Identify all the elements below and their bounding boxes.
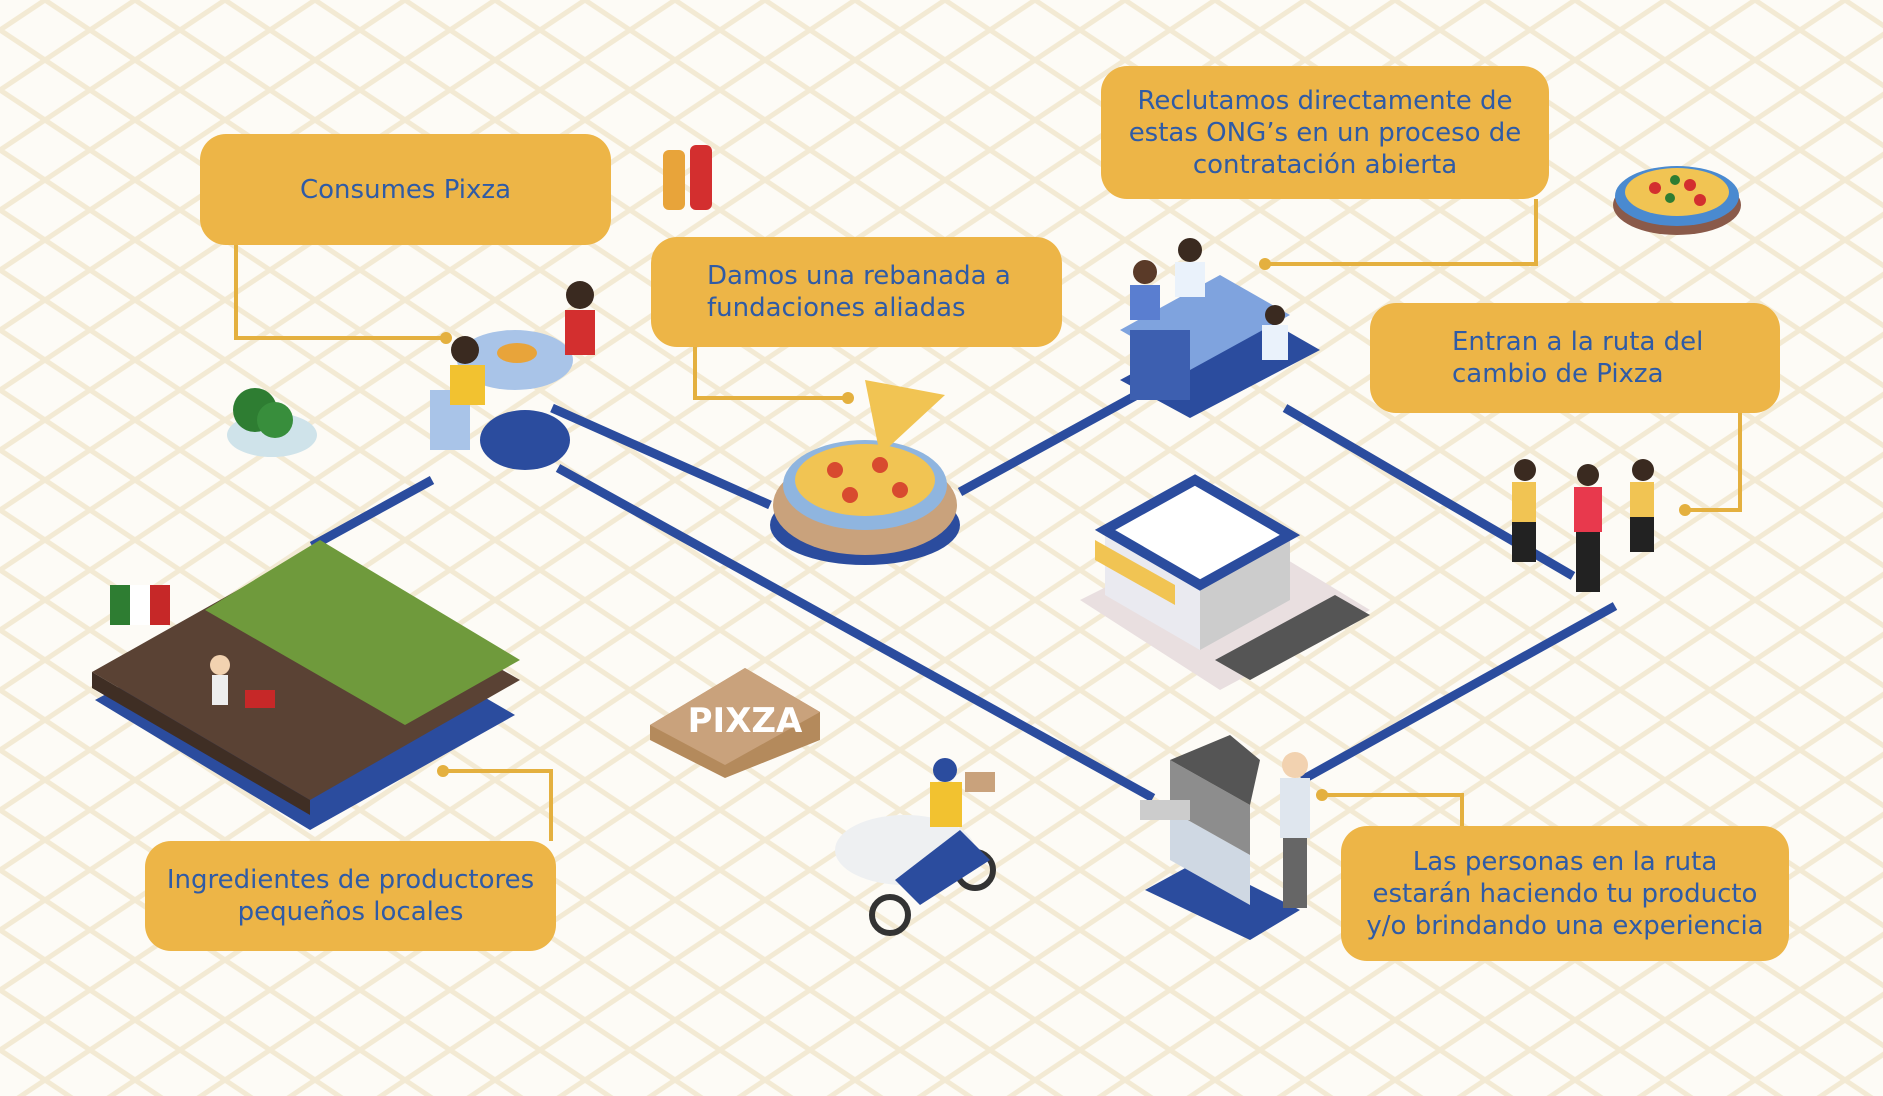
step-consumes-pixza: Consumes Pixza: [200, 134, 611, 245]
route-pizza-office: [957, 392, 1138, 496]
people-illustration: [1512, 459, 1654, 592]
condiments-illustration: [663, 145, 712, 210]
route-table-oven: [555, 464, 1156, 802]
connectors: [234, 199, 1742, 841]
pizza-box-illustration: PIXZA: [650, 668, 820, 778]
step-entran-ruta: Entran a la ruta del cambio de Pixza: [1370, 303, 1780, 413]
route-table-pizza: [550, 403, 772, 510]
step-reclutamos: Reclutamos directamente de estas ONG’s e…: [1101, 66, 1549, 199]
step-ingredientes: Ingredientes de productores pequeños loc…: [145, 841, 556, 951]
delivery-rider-illustration: [835, 758, 996, 936]
diners-illustration: [430, 281, 595, 470]
parsley-illustration: [227, 388, 317, 457]
farm-illustration: [92, 540, 520, 830]
office-illustration: [1120, 238, 1320, 418]
route-farm-table: [309, 476, 435, 550]
pizza-plate-illustration: [1613, 166, 1741, 235]
store-illustration: [1080, 474, 1370, 690]
route-paths: [309, 392, 1618, 802]
step-damos-rebanada: Damos una rebanada a fundaciones aliadas: [651, 237, 1062, 347]
pizza-illustration: [770, 380, 960, 565]
route-people-oven: [1299, 602, 1618, 784]
step-personas-ruta: Las personas en la ruta estarán haciendo…: [1341, 826, 1789, 961]
oven-illustration: [1140, 735, 1310, 940]
pizza-box-logo: PIXZA: [688, 701, 803, 741]
